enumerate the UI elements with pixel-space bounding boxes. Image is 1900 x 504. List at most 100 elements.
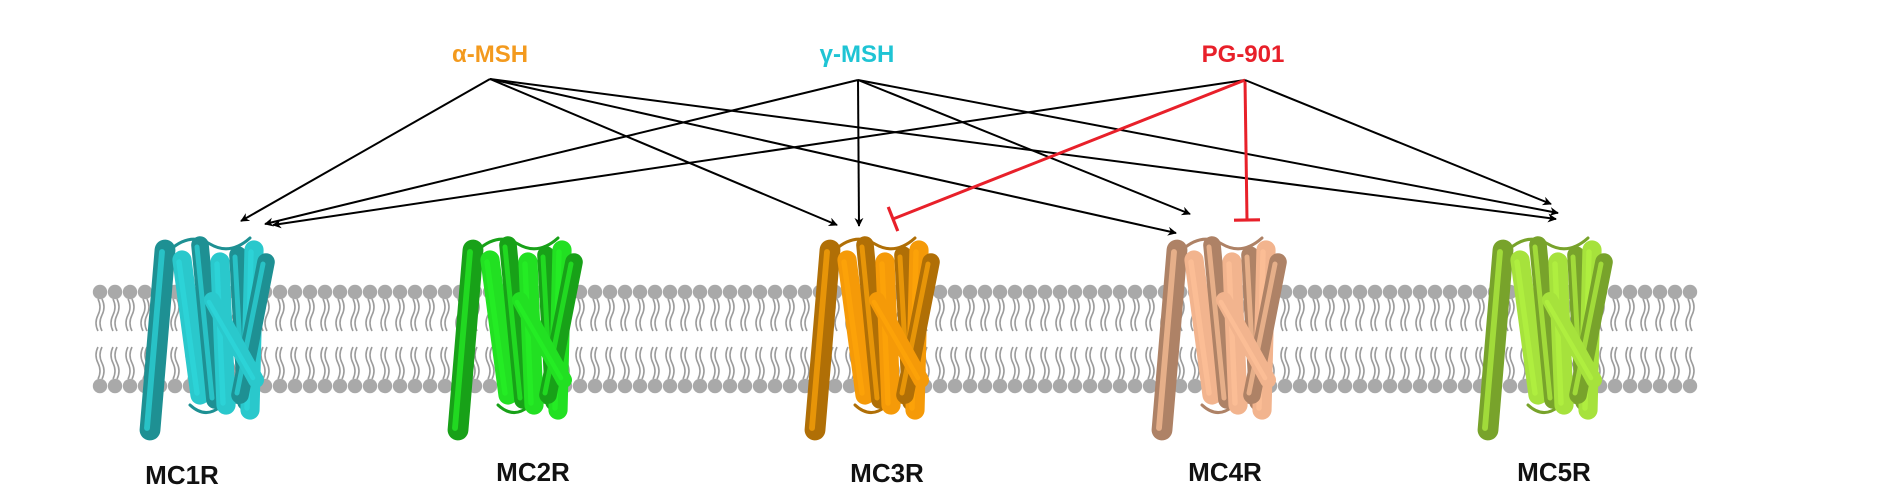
lipid-tail: [755, 346, 761, 380]
lipid-tail: [770, 346, 776, 380]
lipid-tail: [1475, 298, 1481, 332]
receptor-loop: [476, 236, 560, 252]
lipid-head: [1007, 378, 1023, 394]
receptor-helix-highlight: [1206, 244, 1227, 401]
lipid-head: [707, 378, 723, 394]
lipid-tail: [440, 346, 446, 380]
lipid-tail: [354, 346, 360, 380]
receptor-label-mc5r: MC5R: [1517, 457, 1591, 487]
lipid-tail: [1085, 298, 1091, 332]
lipid-tail: [95, 346, 101, 380]
lipid-tail: [279, 346, 285, 380]
lipid-tail: [125, 298, 131, 332]
lipid-tail: [354, 298, 360, 332]
lipid-tail: [1089, 346, 1095, 380]
lipid-tail: [1520, 346, 1526, 380]
lipid-head: [1367, 378, 1383, 394]
lipid-tail: [744, 346, 750, 380]
ligand-labels: α-MSH γ-MSH PG-901: [452, 41, 1284, 68]
receptor-loop: [168, 236, 252, 252]
lipid-tail: [654, 298, 660, 332]
lipid-head: [482, 378, 498, 394]
lipid-tail: [590, 298, 596, 332]
lipid-head: [1112, 284, 1128, 300]
lipid-tail: [1415, 298, 1421, 332]
lipid-tail: [954, 298, 960, 332]
lipid-head: [647, 378, 663, 394]
lipid-tail: [845, 346, 851, 380]
lipid-tail: [635, 346, 641, 380]
lipid-tail: [1044, 298, 1050, 332]
lipid-tail: [324, 346, 330, 380]
lipid-head: [662, 284, 678, 300]
lipid-tail: [1344, 346, 1350, 380]
receptor-helix-highlight: [522, 261, 534, 406]
lipid-head: [1442, 284, 1458, 300]
lipid-tail: [969, 298, 975, 332]
lipid-tail: [1674, 346, 1680, 380]
lipid-tail: [789, 346, 795, 380]
lipid-tail: [635, 298, 641, 332]
lipid-tail: [1100, 298, 1106, 332]
lipid-tail: [575, 346, 581, 380]
lipid-tail: [1655, 346, 1661, 380]
lipid-tail: [1284, 298, 1290, 332]
lipid-head: [1352, 378, 1368, 394]
lipid-head: [302, 284, 318, 300]
lipid-tail: [1299, 298, 1305, 332]
lipid-tail: [1025, 298, 1031, 332]
lipid-head: [437, 378, 453, 394]
lipid-tail: [774, 346, 780, 380]
lipid-tail: [290, 346, 296, 380]
lipid-tail: [624, 346, 630, 380]
lipid-tail: [624, 298, 630, 332]
receptor-label-mc2r: MC2R: [496, 457, 570, 487]
receptor-loop: [1180, 236, 1264, 252]
lipid-head: [317, 378, 333, 394]
lipid-head: [932, 378, 948, 394]
receptor-structure-mc1r: [139, 236, 275, 441]
lipid-tail: [1385, 346, 1391, 380]
lipid-tail: [335, 298, 341, 332]
lipid-tail: [1115, 298, 1121, 332]
lipid-tail: [1449, 298, 1455, 332]
receptor-structure-mc4r: [1151, 236, 1287, 441]
receptor-helix-highlight: [871, 299, 921, 381]
lipid-head: [1637, 284, 1653, 300]
receptor-helix-highlight: [1246, 261, 1278, 396]
lipid-tail: [380, 346, 386, 380]
lipid-head: [1052, 378, 1068, 394]
lipid-tail: [1689, 346, 1695, 380]
lipid-tail: [1625, 298, 1631, 332]
lipid-tail: [440, 298, 446, 332]
lipid-tail: [350, 346, 356, 380]
lipid-tail: [650, 298, 656, 332]
lipid-tail: [1149, 298, 1155, 332]
lipid-head: [92, 284, 108, 300]
lipid-tail: [980, 346, 986, 380]
lipid-head: [1052, 284, 1068, 300]
lipid-tail: [1509, 346, 1515, 380]
lipid-head: [1682, 284, 1698, 300]
lipid-head: [287, 284, 303, 300]
lipid-tail: [1010, 346, 1016, 380]
lipid-tail: [980, 298, 986, 332]
lipid-tail: [1419, 346, 1425, 380]
lipid-head: [647, 284, 663, 300]
lipid-tail: [144, 298, 150, 332]
receptor-loop: [833, 236, 917, 252]
lipid-tail: [395, 298, 401, 332]
lipid-tail: [575, 298, 581, 332]
lipid-tail: [1014, 298, 1020, 332]
lipid-tail: [1475, 346, 1481, 380]
lipid-tail: [620, 298, 626, 332]
lipid-tail: [1029, 298, 1035, 332]
receptor-helix-highlight: [452, 249, 473, 431]
lipid-head: [1352, 284, 1368, 300]
lipid-tail: [380, 298, 386, 332]
lipid-tail: [320, 346, 326, 380]
receptor-helix-highlight: [1544, 299, 1594, 381]
lipid-head: [632, 378, 648, 394]
inhibition-line-pg901-mc3r: [892, 78, 1246, 221]
lipid-tail: [444, 298, 450, 332]
